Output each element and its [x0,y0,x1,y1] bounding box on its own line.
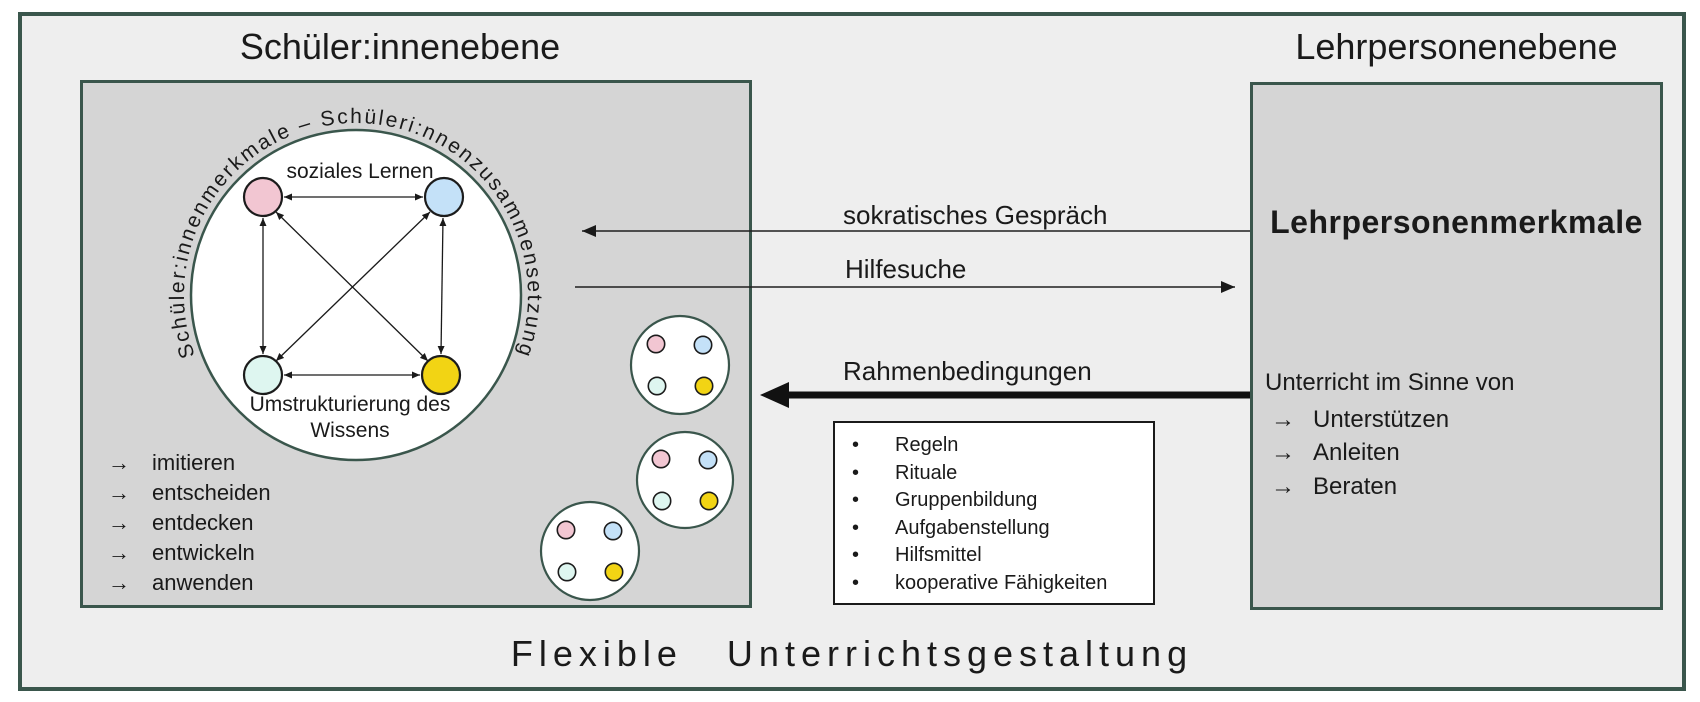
framework-item-label: Regeln [895,434,959,457]
footer-caption: Flexible Unterrichtsgestaltung [510,633,1194,674]
arrow-right-icon: → [1271,405,1295,433]
list-item: • Aufgabenstellung [835,515,1153,543]
arrow-right-icon: → [108,540,130,565]
list-item: • Hilfsmittel [835,542,1153,570]
list-item: → Anleiten [1265,437,1449,471]
activity-label: anwenden [152,570,254,595]
list-item: • Rituale [835,460,1153,488]
list-item: → anwenden [108,568,271,598]
list-item: → entscheiden [108,478,271,508]
teacher-level-panel [1250,82,1663,610]
list-item: → Beraten [1265,470,1449,504]
framework-item-label: Gruppenbildung [895,489,1038,512]
list-item: • Regeln [835,432,1153,460]
framework-item-label: kooperative Fähigkeiten [895,571,1108,594]
list-item: • kooperative Fähigkeiten [835,570,1153,598]
role-label: Beraten [1313,472,1398,500]
list-item: → entdecken [108,508,271,538]
arrow-right-icon: → [108,570,130,595]
bullet-icon: • [852,544,860,567]
teacher-level-title: Lehrpersonenebene [1295,26,1618,67]
activity-label: entwickeln [152,540,255,565]
list-item: → Unterstützen [1265,403,1449,437]
arrow-right-icon: → [1271,472,1295,500]
framework-item-label: Aufgabenstellung [895,516,1050,539]
framework-item-label: Hilfsmittel [895,544,982,567]
framework-item-label: Rituale [895,461,958,484]
list-item: • Gruppenbildung [835,487,1153,515]
activity-label: entscheiden [152,480,271,505]
student-level-title: Schüler:innenebene [239,26,561,67]
role-label: Unterstützen [1313,405,1450,433]
arrow-right-icon: → [1271,439,1295,467]
social-learning-label: soziales Lernen [286,160,434,183]
bullet-icon: • [852,434,860,457]
teaching-approach-subheading: Unterricht im Sinne von [1265,369,1515,396]
socratic-dialogue-label: sokratisches Gespräch [843,200,1108,230]
list-item: → entwickeln [108,538,271,568]
bullet-icon: • [852,489,860,512]
framework-conditions-box: • Regeln • Rituale • Gruppenbildung • Au… [833,421,1155,605]
arrow-right-icon: → [108,480,130,505]
knowledge-restructuring-label: Umstrukturierung des Wissens [249,393,451,442]
bullet-icon: • [852,461,860,484]
role-label: Anleiten [1313,439,1400,467]
list-item: → imitieren [108,448,271,478]
bullet-icon: • [852,571,860,594]
teacher-characteristics-heading: Lehrpersonenmerkmale [1270,204,1643,240]
bullet-icon: • [852,516,860,539]
help-seeking-label: Hilfesuche [845,254,967,284]
arrow-right-icon: → [108,450,130,475]
teacher-roles-list: → Unterstützen → Anleiten → Beraten [1265,403,1449,504]
framework-conditions-label: Rahmenbedingungen [843,356,1092,386]
student-activities-list: → imitieren → entscheiden → entdecken → … [108,448,271,598]
activity-label: imitieren [152,450,236,475]
arrow-right-icon: → [108,510,130,535]
activity-label: entdecken [152,510,254,535]
